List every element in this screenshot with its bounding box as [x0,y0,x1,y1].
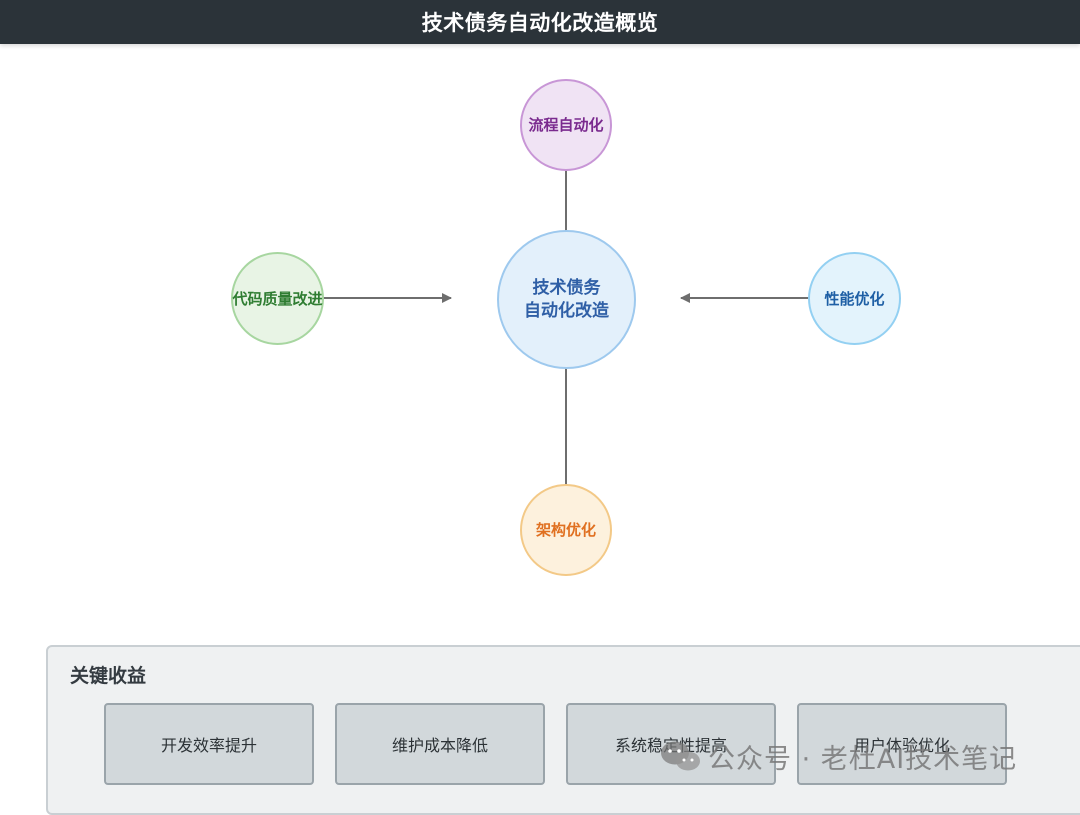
node-process-label: 流程自动化 [528,116,604,134]
header-bar: 技术债务自动化改造概览 [0,0,1080,44]
watermark-text: 公众号 · 老杜AI技术笔记 [708,743,1018,775]
wechat-icon [660,739,702,773]
node-arch-label: 架构优化 [535,521,596,539]
diagram-area: 流程自动化 代码质量改进 技术债务 自动化改造 性能优化 架构优化 [0,44,1080,644]
node-performance: 性能优化 [808,252,901,345]
node-architecture: 架构优化 [520,484,612,576]
node-center-label: 技术债务 自动化改造 [524,277,609,323]
watermark: 公众号 · 老杜AI技术笔记 [660,736,1017,776]
benefit-item: 维护成本降低 [335,703,545,785]
node-center: 技术债务 自动化改造 [497,230,636,369]
benefit-item: 用户体验优化 [797,703,1007,785]
benefit-item: 开发效率提升 [104,703,314,785]
benefits-title: 关键收益 [70,665,147,687]
node-code-quality: 代码质量改进 [231,252,324,345]
page-title: 技术债务自动化改造概览 [421,11,659,35]
node-perf-label: 性能优化 [824,289,885,308]
node-center-line1: 技术债务 [532,277,601,298]
node-code-label: 代码质量改进 [232,289,323,308]
node-process-automation: 流程自动化 [520,79,612,171]
node-center-line2: 自动化改造 [524,300,609,321]
benefits-panel: 关键收益 开发效率提升 维护成本降低 系统稳定性提高 用户体验优化 [46,645,1080,815]
